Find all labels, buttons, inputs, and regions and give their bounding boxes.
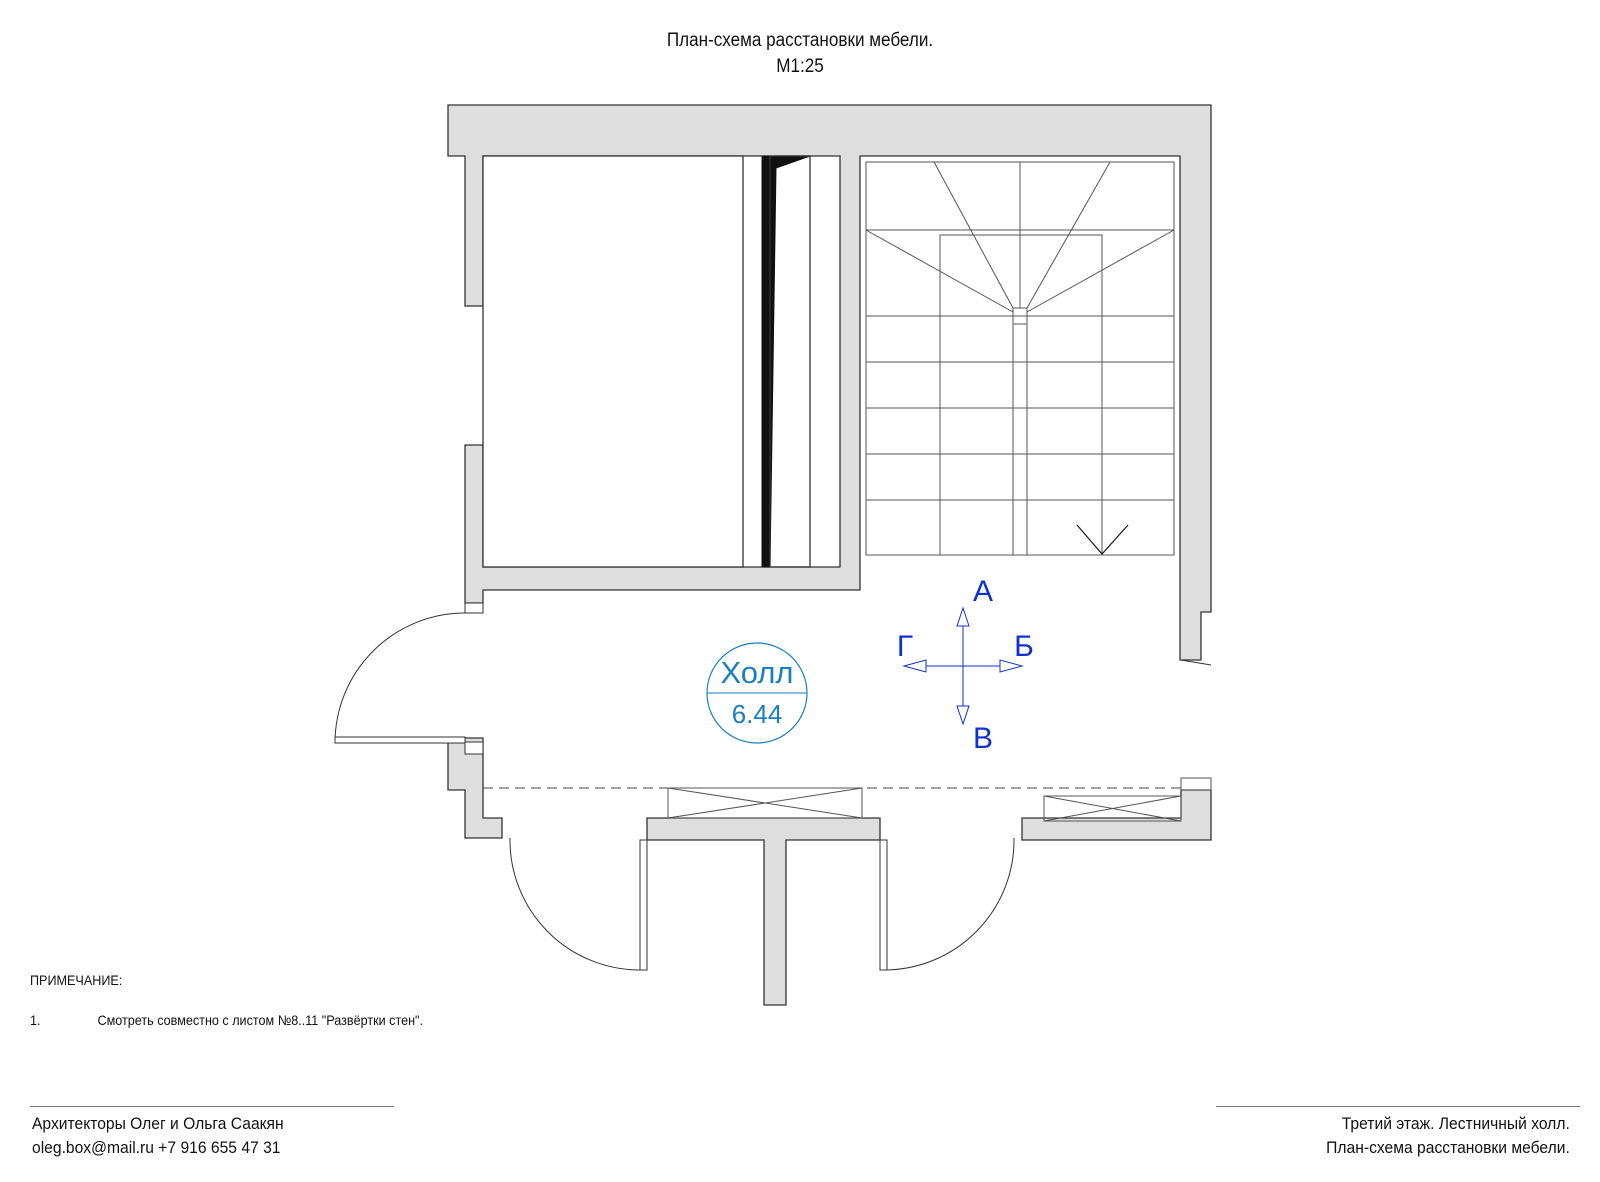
bottom-doors [501, 659, 1212, 971]
architects-name: Архитекторы Олег и Ольга Саакян [32, 1114, 284, 1133]
right-door-edge [1180, 659, 1212, 666]
closet-niche [769, 155, 811, 568]
direction-marker [902, 606, 1024, 726]
stair-arrow [1076, 524, 1129, 555]
room-niche [482, 155, 744, 568]
direction-v: В [973, 722, 993, 755]
room-tag: Холл 6.44 [706, 642, 808, 744]
note-item-text: Смотреть совместно с листом №8..11 "Разв… [97, 1012, 424, 1028]
note-item-number: 1. [30, 1012, 41, 1028]
direction-b: Б [1014, 630, 1034, 663]
note-item: 1. Смотреть совместно с листом №8..11 "Ра… [30, 1012, 423, 1028]
room-area: 6.44 [732, 699, 783, 729]
footer-divider-left [30, 1106, 394, 1107]
center-t-wall [646, 817, 881, 1006]
left-door [334, 602, 484, 755]
title-line-1: План-схема расстановки мебели. [666, 30, 934, 51]
wall-wedge [761, 155, 811, 568]
sheet-location: Третий этаж. Лестничный холл. [1341, 1114, 1570, 1133]
radiator-center [667, 787, 863, 819]
radiator-right [1043, 795, 1182, 822]
direction-labels: А Б В Г [897, 575, 1034, 755]
stair-inner [939, 234, 1103, 556]
footer-divider-right [1216, 1106, 1580, 1107]
door-swing-right [885, 837, 1015, 971]
radiators [667, 777, 1212, 822]
title-scale: М1:25 [776, 56, 824, 77]
direction-a: А [973, 575, 993, 608]
footer-left: Архитекторы Олег и Ольга Саакян oleg.box… [32, 1112, 284, 1160]
note-heading: ПРИМЕЧАНИЕ: [30, 972, 123, 988]
drawing-title: План-схема расстановки мебели. М1:25 [80, 28, 1520, 80]
direction-g: Г [897, 630, 913, 663]
sheet-title: План-схема расстановки мебели. [1326, 1138, 1570, 1157]
footer-right: Третий этаж. Лестничный холл. План-схема… [1326, 1112, 1570, 1160]
staircase [865, 161, 1175, 556]
door-swing-left [509, 837, 641, 971]
room-name: Холл [720, 655, 793, 690]
architects-contact: oleg.box@mail.ru +7 916 655 47 31 [32, 1138, 281, 1157]
